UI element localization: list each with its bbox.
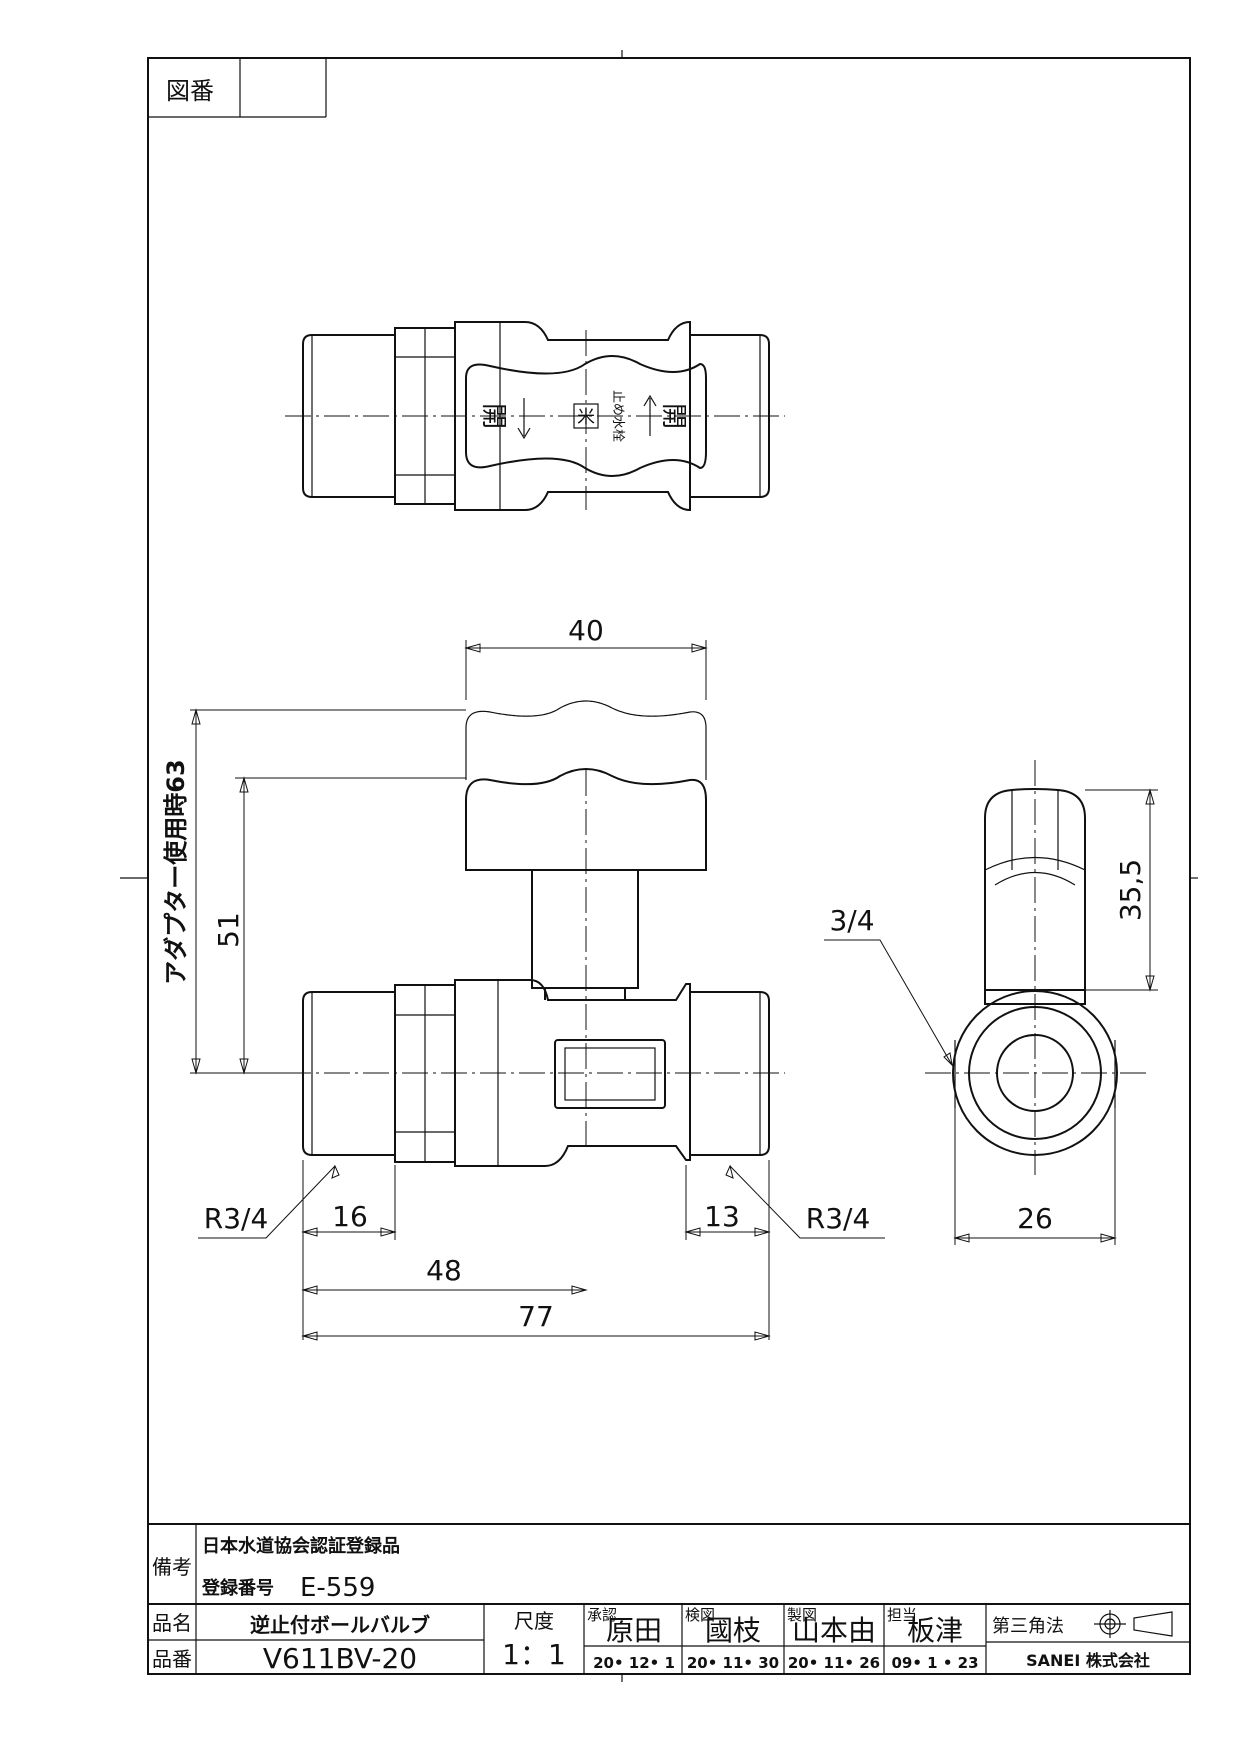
drawn-date: 20• 11• 26 [788,1654,880,1672]
approved-name: 原田 [606,1614,662,1647]
handle-open-left-label: 開 [478,403,508,429]
dim-width-40: 40 [568,614,604,647]
top-view: 米 開 開 止め水栓 [285,320,785,512]
handle-stop-text: 止め水栓 [610,390,625,442]
dim-thread-left: R3/4 [204,1202,269,1235]
remarks-label: 備考 [152,1555,192,1579]
remarks-line2-label: 登録番号 [201,1577,274,1599]
name-label: 品名 [152,1611,192,1635]
approved-label: 承認 [587,1606,617,1624]
title-block [148,1523,1190,1674]
dim-thread-right: R3/4 [806,1202,871,1235]
drawing-number-label: 図番 [166,77,214,105]
dimension-lines [190,640,1158,1341]
checked-name: 國枝 [705,1614,761,1647]
dim-len-13: 13 [704,1200,740,1233]
checked-label: 検図 [685,1606,715,1624]
remarks-line2-value: E-559 [300,1573,375,1603]
part-label: 品番 [152,1647,192,1671]
remarks-line1: 日本水道協会認証登録品 [202,1535,400,1557]
side-view [925,760,1150,1175]
projection-symbol-icon [1094,1610,1173,1638]
dim-len-77: 77 [518,1300,554,1333]
checked-date: 20• 11• 30 [687,1654,779,1672]
drawn-name: 山本由 [792,1614,876,1647]
drawing-frame [120,50,1198,1682]
dim-side-3-4: 3/4 [829,904,874,937]
charge-date: 09• 1 • 23 [891,1654,978,1672]
dim-len-48: 48 [426,1254,462,1287]
dim-len-16: 16 [332,1200,368,1233]
drawing-number-box: 図番 [148,58,327,118]
dim-adapter-63: アダプター使用時63 [162,759,190,984]
scale-value: 1：1 [502,1638,566,1671]
dim-side-35-5: 35,5 [1114,859,1147,921]
charge-label: 担当 [887,1606,917,1624]
drawn-label: 製図 [787,1606,817,1624]
handle-open-right-label: 開 [658,403,688,429]
scale-label: 尺度 [514,1609,554,1633]
charge-name: 板津 [907,1614,963,1647]
approved-date: 20• 12• 1 [593,1654,675,1672]
dim-height-51: 51 [212,912,245,948]
handle-center-mark: 米 [577,407,595,428]
name-value: 逆止付ボールバルブ [250,1613,430,1637]
front-view [285,700,785,1167]
dim-side-26: 26 [1017,1202,1053,1235]
part-value: V611BV-20 [263,1642,417,1675]
projection-label: 第三角法 [992,1616,1064,1637]
company-name: SANEI 株式会社 [1026,1651,1150,1670]
